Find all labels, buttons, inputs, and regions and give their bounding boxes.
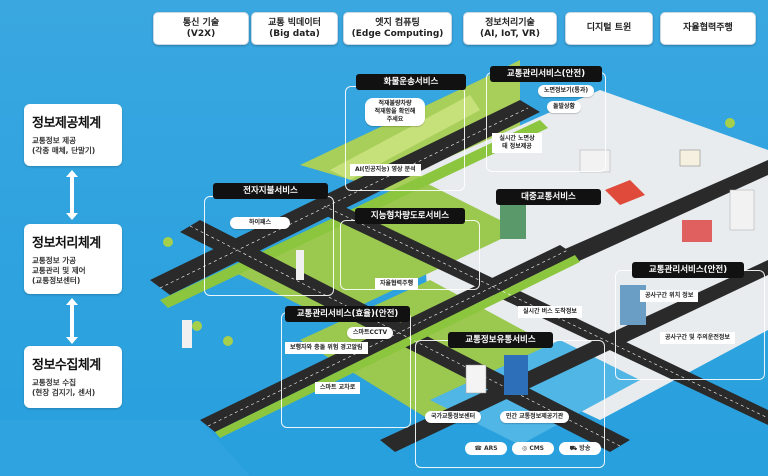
traffic-safety-top-label: 교통관리서비스(안전): [490, 66, 602, 82]
bus-arrival-tag: 실시간 버스 도착정보: [518, 306, 582, 318]
system-desc: 교통정보 가공 교통관리 및 제어 (교통정보센터): [32, 256, 114, 286]
bubble-line: 주세요: [386, 116, 404, 123]
tech-sublabel: (Edge Computing): [351, 28, 444, 39]
tech-label: 자율협력주행: [683, 23, 733, 33]
traffic-efficiency-label: 교통관리서비스(효율)(안전): [285, 306, 410, 322]
freight-service-label: 화물운송서비스: [356, 74, 466, 90]
tech-label: 교통 빅데이터: [268, 17, 321, 28]
system-title: 정보처리체계: [32, 236, 101, 251]
channel-ars: ☎ ARS: [465, 442, 507, 455]
tech-digital-twin: 디지털 트윈: [565, 12, 653, 45]
desc-line: 교통정보 제공: [32, 136, 77, 145]
tech-edge-computing: 엣지 컴퓨팅 (Edge Computing): [343, 12, 452, 45]
tech-info-processing: 정보처리기술 (AI, IoT, VR): [463, 12, 557, 45]
incident-bubble: 돌발상황: [547, 101, 582, 113]
electronic-payment-frame: [204, 196, 334, 296]
construction-location-tag: 공사구간 위치 정보: [640, 290, 699, 302]
construction-warning-tag: 공사구간 및 주의운전정보: [660, 332, 735, 344]
channel-broadcast: ⛟ 방송: [559, 442, 601, 455]
tech-label: 디지털 트윈: [586, 23, 632, 33]
system-desc: 교통정보 제공 (각종 매체, 단말기): [32, 136, 114, 156]
system-info-processing: 정보처리체계 교통정보 가공 교통관리 및 제어 (교통정보센터): [24, 224, 122, 294]
traffic-safety-right-frame: [615, 270, 765, 380]
channel-label: CMS: [529, 445, 545, 452]
car-icon: ⛟: [569, 445, 578, 452]
channel-cms: ◎ CMS: [512, 442, 554, 455]
autonomous-driving-tag: 자율협력주행: [375, 278, 419, 290]
channel-label: 방송: [579, 445, 591, 452]
bidirectional-arrow-icon: [66, 298, 78, 344]
desc-line: 교통정보 가공: [32, 256, 77, 265]
tech-sublabel: (AI, IoT, VR): [480, 28, 540, 39]
desc-line: (현장 검지기, 센서): [32, 388, 96, 397]
autonomous-road-label: 지능형차량도로서비스: [355, 208, 465, 224]
system-info-provision: 정보제공체계 교통정보 제공 (각종 매체, 단말기): [24, 104, 122, 166]
tech-sublabel: (Big data): [269, 28, 320, 39]
smart-cctv-bubble: 스마트CCTV: [347, 327, 394, 339]
private-provider-bubble: 민간 교통정보제공기관: [500, 411, 570, 423]
web-icon: ◎: [521, 445, 528, 452]
system-desc: 교통정보 수집 (현장 검지기, 센서): [32, 378, 114, 398]
desc-line: 교통관리 및 제어: [32, 266, 86, 275]
road-condition-tag: 실시간 노면상태 정보제공: [492, 133, 542, 153]
tech-big-data: 교통 빅데이터 (Big data): [251, 12, 338, 45]
ai-video-tag: AI(인공지능) 영상 분석: [350, 164, 421, 176]
tech-label: 정보처리기술: [485, 17, 535, 28]
bubble-line: 적재불량차량: [378, 100, 412, 107]
bidirectional-arrow-icon: [66, 170, 78, 220]
tech-label: 통신 기술: [182, 17, 220, 28]
bubble-line: 적재함을 확인해: [374, 108, 416, 115]
tech-autonomous-driving: 자율협력주행: [660, 12, 756, 45]
desc-line: (교통정보센터): [32, 276, 81, 285]
freight-bubble: 적재불량차량 적재함을 확인해 주세요: [365, 98, 425, 126]
road-sensor-bubble: 노면정보기(통과): [538, 85, 595, 97]
tech-label: 엣지 컴퓨팅: [375, 17, 420, 28]
channel-label: ARS: [483, 445, 498, 452]
system-title: 정보수집체계: [32, 358, 101, 373]
pedestrian-warning-tag: 보행자와 충돌 위험 경고알림: [285, 342, 368, 354]
electronic-payment-label: 전자지불서비스: [213, 183, 328, 199]
desc-line: 교통정보 수집: [32, 378, 77, 387]
system-title: 정보제공체계: [32, 116, 101, 131]
info-distribution-label: 교통정보유통서비스: [448, 332, 553, 348]
desc-line: (각종 매체, 단말기): [32, 146, 96, 155]
system-info-collection: 정보수집체계 교통정보 수집 (현장 검지기, 센서): [24, 346, 122, 408]
phone-icon: ☎: [474, 445, 482, 452]
tech-sublabel: (V2X): [186, 28, 216, 39]
national-traffic-center-bubble: 국가교통정보센터: [425, 411, 482, 423]
public-transit-label: 대중교통서비스: [496, 189, 601, 205]
traffic-safety-right-label: 교통관리서비스(안전): [632, 262, 744, 278]
hipass-bubble: 하이패스: [230, 217, 290, 229]
smart-intersection-tag: 스마트 교차로: [315, 382, 361, 394]
tech-v2x: 통신 기술 (V2X): [153, 12, 249, 45]
